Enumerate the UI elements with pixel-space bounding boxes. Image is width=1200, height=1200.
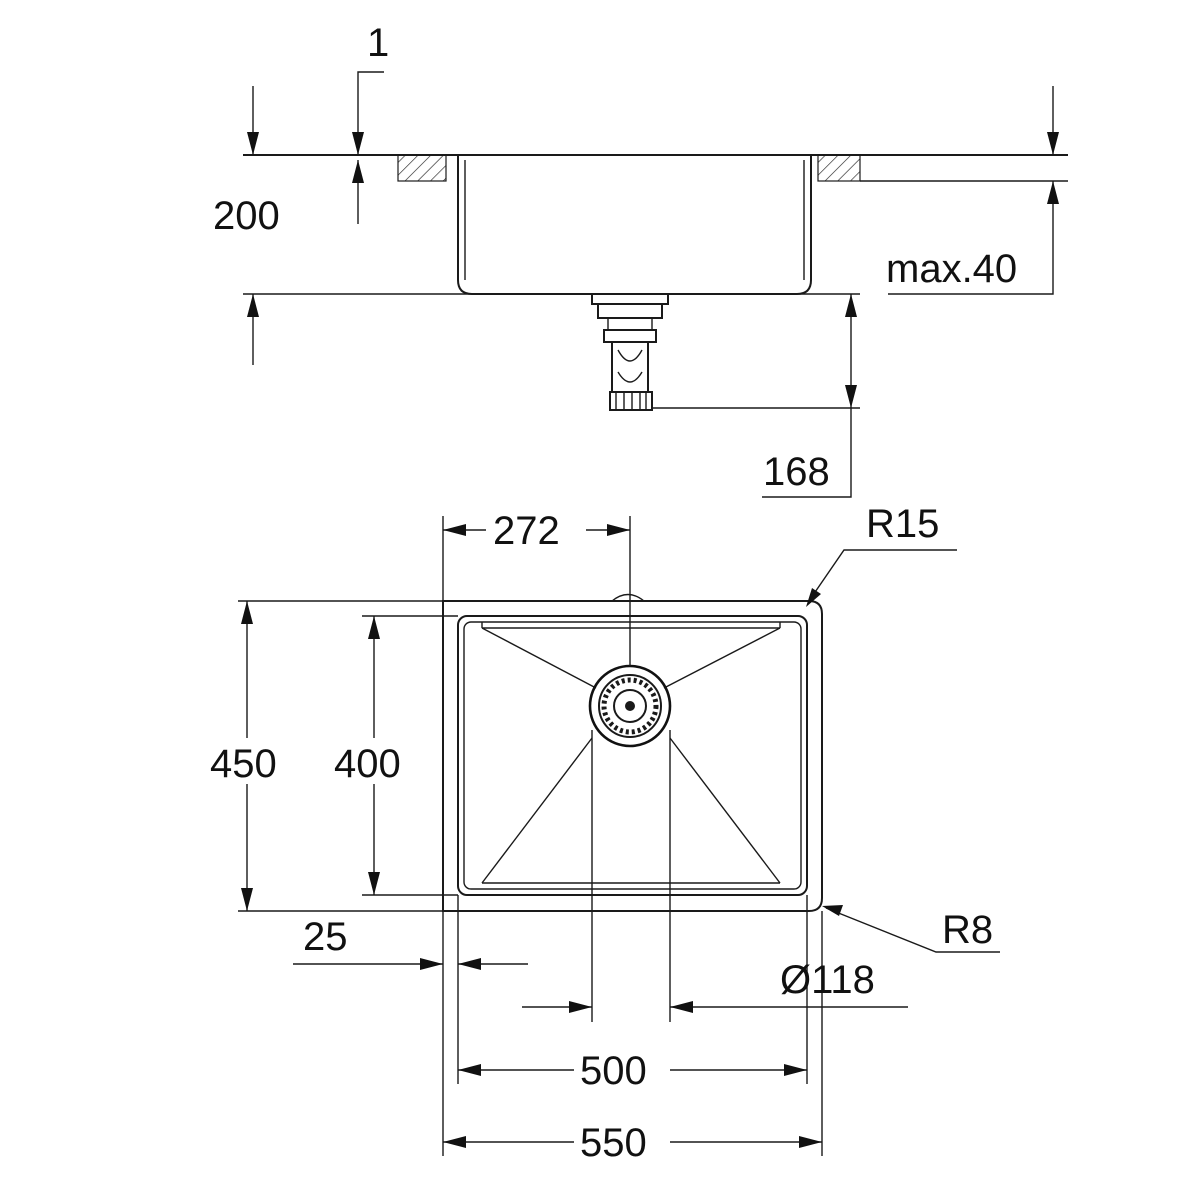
dim-outer-width-label: 550	[580, 1121, 647, 1165]
dim-400-label-bg	[332, 738, 418, 784]
top-view: 450 400 272 R15 R8 25	[205, 502, 1000, 1165]
dim-rim-width-label: 25	[303, 915, 348, 959]
worktop-section-left	[397, 154, 447, 182]
r8-leader	[825, 907, 1000, 953]
dim-25-arrow-left	[420, 958, 443, 970]
dim-200-arrow-top	[247, 132, 259, 155]
dim-550-arrow-left	[443, 1136, 466, 1148]
dim-168-arrow-bottom	[845, 385, 857, 408]
dim-400-arrow-bottom	[368, 872, 380, 895]
dim-inner-depth-label: 400	[334, 742, 401, 786]
dim-400-arrow-top	[368, 616, 380, 639]
side-view: 200 1 max.40 168	[213, 21, 1068, 498]
dim-1-leader	[357, 71, 384, 155]
dim-40-arrow-top	[1047, 132, 1059, 155]
dim-rim-label: 1	[367, 21, 389, 65]
drain-strainer	[588, 664, 672, 748]
r15-arrow	[806, 588, 821, 607]
dim-450-arrow-bottom	[241, 888, 253, 911]
bowl-inner-floor-edge	[463, 621, 802, 890]
dim-118-arrow-right	[670, 1001, 693, 1013]
bowl-profile	[457, 155, 812, 295]
dim-118-arrow-left	[569, 1001, 592, 1013]
worktop-section-right	[817, 154, 861, 182]
dim-1-arrow-bottom	[352, 160, 364, 183]
slope-line-tl	[481, 627, 597, 689]
bowl-inner-edge	[457, 615, 808, 896]
dim-outer-depth-label: 450	[210, 742, 277, 786]
slope-line-tr	[663, 627, 781, 689]
dim-worktop-label: max.40	[886, 247, 1017, 291]
dim-450-arrow-top	[241, 601, 253, 624]
dim-25-arrow-right	[458, 958, 481, 970]
dim-inner-width-label: 500	[580, 1049, 647, 1093]
dim-500-arrow-left	[458, 1064, 481, 1076]
slope-line-br	[669, 737, 781, 884]
dim-200-arrow-bottom	[247, 294, 259, 317]
dim-272-arrow-right	[607, 524, 630, 536]
dim-272-arrow-left	[443, 524, 466, 536]
dim-168-arrow-top	[845, 294, 857, 317]
slope-line-bl	[481, 737, 593, 884]
sink-outer-rim	[442, 600, 823, 912]
drain-fitting	[591, 293, 669, 411]
dim-1-arrow-top	[352, 132, 364, 155]
dim-500-arrow-right	[784, 1064, 807, 1076]
dim-depth-label: 200	[213, 194, 280, 238]
overflow-notch	[611, 593, 645, 602]
dim-40-arrow-bottom	[1047, 181, 1059, 204]
dim-450-label-bg	[205, 738, 297, 784]
r8-arrow	[822, 905, 843, 916]
dim-drain-label: 168	[763, 450, 830, 494]
dim-550-arrow-right	[799, 1136, 822, 1148]
dim-168-leader	[762, 408, 852, 498]
dim-drain-diameter-label: Ø118	[780, 958, 875, 1002]
dim-40-leader	[888, 181, 1054, 295]
dim-corner-inner-label: R8	[942, 908, 993, 952]
dim-drain-offset-label: 272	[493, 509, 560, 553]
dim-corner-outer-label: R15	[866, 502, 939, 546]
r15-leader	[810, 549, 957, 599]
